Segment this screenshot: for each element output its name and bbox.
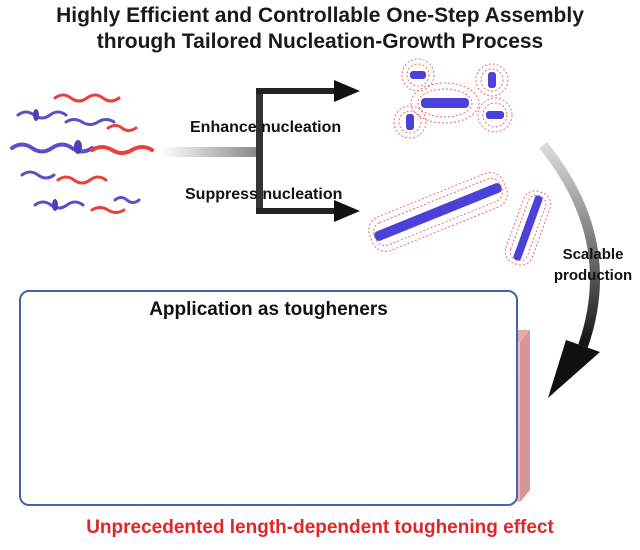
panel-title: Application as tougheners bbox=[149, 299, 388, 320]
scalable-label: Scalable bbox=[562, 246, 624, 263]
enhance-nucleation-label: Enhance nucleation bbox=[190, 119, 342, 136]
suppress-nucleation-label: Suppress nucleation bbox=[185, 186, 343, 203]
scalable-arrow bbox=[539, 141, 600, 398]
branch-connector bbox=[160, 80, 360, 222]
title-line-2: through Tailored Nucleation-Growth Proce… bbox=[96, 30, 544, 53]
long-micelles bbox=[368, 172, 552, 266]
short-micelles bbox=[393, 58, 513, 139]
bottom-caption: Unprecedented length-dependent toughenin… bbox=[86, 517, 554, 538]
polymer-chains bbox=[10, 93, 154, 214]
production-label: production bbox=[553, 267, 633, 284]
application-panel bbox=[19, 290, 518, 506]
title-line-1: Highly Efficient and Controllable One-St… bbox=[56, 4, 584, 27]
